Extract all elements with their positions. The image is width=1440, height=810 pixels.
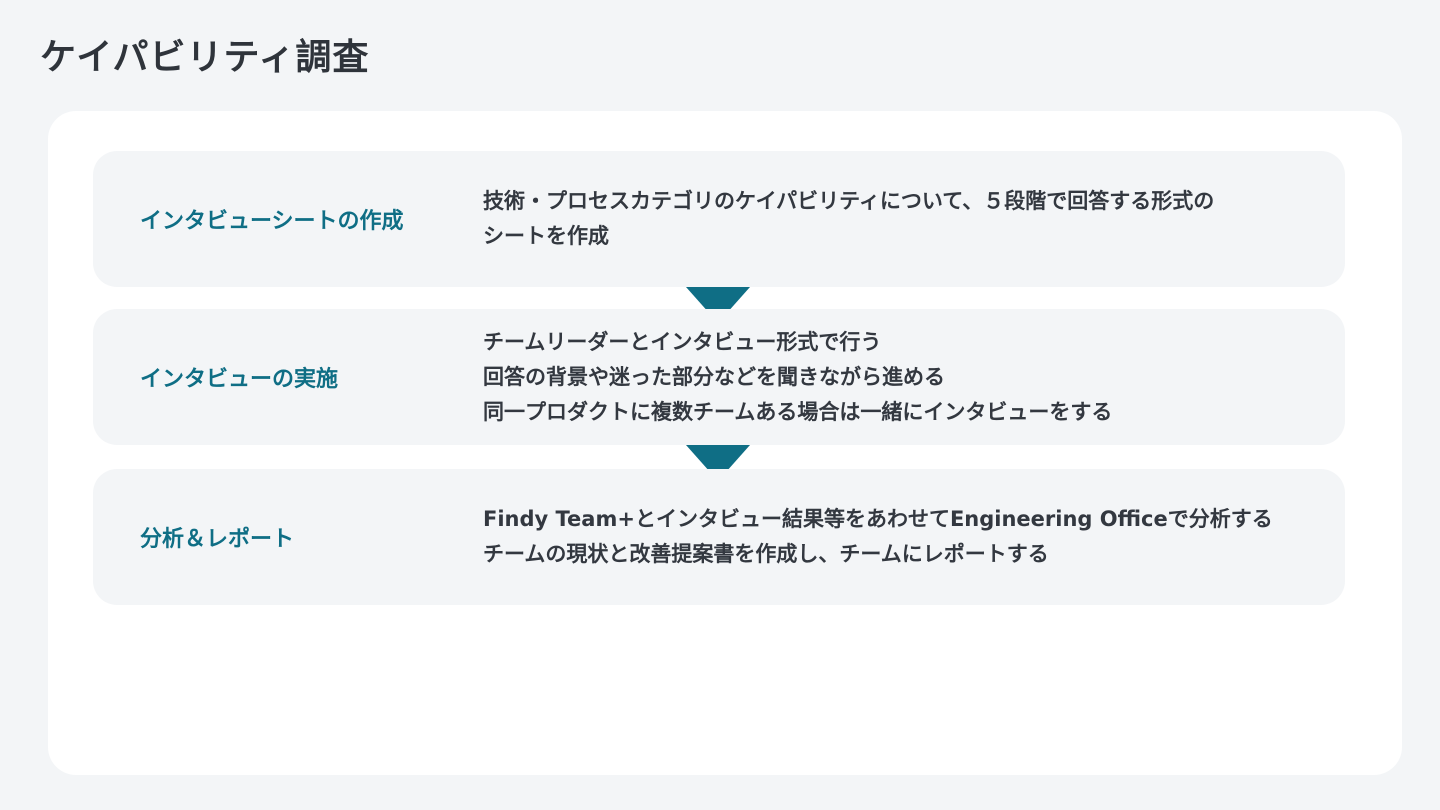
step-analysis-report: 分析＆レポート Findy Team+とインタビュー結果等をあわせてEngine… xyxy=(93,469,1345,605)
description-line: チームの現状と改善提案書を作成し、チームにレポートする xyxy=(483,542,1049,566)
step-description: 技術・プロセスカテゴリのケイパビリティについて、５段階で回答する形式の シートを… xyxy=(483,151,1335,287)
step-title: インタビューの実施 xyxy=(140,367,339,392)
description-line: Findy Team+とインタビュー結果等をあわせてEngineering Of… xyxy=(483,507,1273,531)
description-line: チームリーダーとインタビュー形式で行う xyxy=(483,329,882,354)
step-interview: インタビューの実施 チームリーダーとインタビュー形式で行う 回答の背景や迷った部… xyxy=(93,309,1345,445)
step-description: チームリーダーとインタビュー形式で行う 回答の背景や迷った部分などを聞きながら進… xyxy=(483,309,1335,445)
step-interview-sheet: インタビューシートの作成 技術・プロセスカテゴリのケイパビリティについて、５段階… xyxy=(93,151,1345,287)
step-description: Findy Team+とインタビュー結果等をあわせてEngineering Of… xyxy=(483,469,1335,605)
process-card: インタビューシートの作成 技術・プロセスカテゴリのケイパビリティについて、５段階… xyxy=(48,111,1402,775)
description-line: 回答の背景や迷った部分などを聞きながら進める xyxy=(483,364,945,389)
description-line: 同一プロダクトに複数チームある場合は一緒にインタビューをする xyxy=(483,399,1113,424)
description-line: シートを作成 xyxy=(483,224,609,248)
step-title: 分析＆レポート xyxy=(140,527,295,552)
page-title: ケイパビリティ調査 xyxy=(40,37,370,78)
description-line: 技術・プロセスカテゴリのケイパビリティについて、５段階で回答する形式の xyxy=(483,189,1215,213)
step-title: インタビューシートの作成 xyxy=(140,209,404,234)
